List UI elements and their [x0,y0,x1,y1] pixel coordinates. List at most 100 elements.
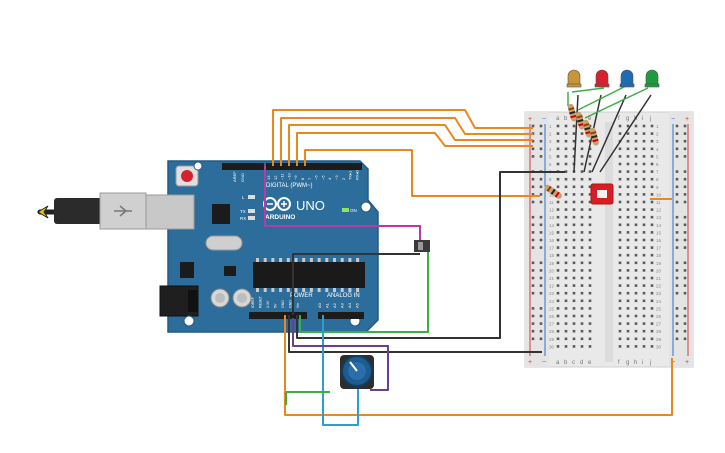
breadboard-hole[interactable] [642,261,646,265]
breadboard-hole[interactable] [580,139,584,143]
breadboard-hole[interactable] [580,185,584,189]
breadboard-hole[interactable] [642,276,646,280]
breadboard-hole[interactable] [642,223,646,227]
breadboard-hole[interactable] [588,162,592,166]
breadboard-hole[interactable] [634,215,638,219]
rail-hole[interactable] [675,185,679,189]
breadboard-hole[interactable] [588,139,592,143]
breadboard-hole[interactable] [588,185,592,189]
breadboard-hole[interactable] [556,223,560,227]
breadboard-hole[interactable] [642,231,646,234]
breadboard-hole[interactable] [634,276,638,280]
breadboard-hole[interactable] [642,162,646,166]
breadboard-hole[interactable] [626,253,630,257]
breadboard-hole[interactable] [588,337,592,341]
breadboard-hole[interactable] [588,177,592,181]
breadboard-hole[interactable] [564,337,568,341]
rail-hole[interactable] [675,223,679,227]
breadboard-hole[interactable] [650,307,654,310]
breadboard-hole[interactable] [650,329,654,333]
breadboard-hole[interactable] [642,269,646,272]
breadboard-hole[interactable] [580,238,584,242]
breadboard-hole[interactable] [580,337,584,341]
breadboard-hole[interactable] [642,185,646,189]
breadboard-hole[interactable] [572,177,576,181]
breadboard-hole[interactable] [556,185,560,189]
breadboard-hole[interactable] [618,200,622,204]
breadboard-hole[interactable] [626,314,630,318]
breadboard-hole[interactable] [572,231,576,234]
breadboard-hole[interactable] [626,162,630,166]
rail-hole[interactable] [683,215,687,219]
breadboard-hole[interactable] [556,246,560,249]
breadboard-hole[interactable] [572,132,576,135]
rail-hole[interactable] [531,246,535,249]
breadboard-hole[interactable] [634,132,638,135]
rail-hole[interactable] [675,337,679,341]
breadboard-hole[interactable] [580,177,584,181]
breadboard-hole[interactable] [564,132,568,135]
breadboard-hole[interactable] [626,284,630,287]
breadboard-hole[interactable] [626,269,630,272]
breadboard-hole[interactable] [626,139,630,143]
breadboard-hole[interactable] [618,238,622,242]
breadboard-hole[interactable] [618,124,622,128]
wire-pin9[interactable] [288,124,533,166]
breadboard-hole[interactable] [564,291,568,295]
potentiometer-icon[interactable] [340,355,374,389]
breadboard-holes[interactable] [531,124,687,348]
rail-hole[interactable] [531,329,535,333]
breadboard-hole[interactable] [572,124,576,128]
breadboard-hole[interactable] [618,215,622,219]
breadboard-hole[interactable] [634,223,638,227]
breadboard-hole[interactable] [626,322,630,325]
breadboard-hole[interactable] [642,291,646,295]
breadboard-hole[interactable] [626,147,630,151]
breadboard-hole[interactable] [564,223,568,227]
rail-hole[interactable] [539,307,543,310]
breadboard-hole[interactable] [564,322,568,325]
breadboard-hole[interactable] [564,147,568,151]
breadboard-hole[interactable] [588,193,592,196]
breadboard-hole[interactable] [634,246,638,249]
breadboard-hole[interactable] [572,299,576,303]
rail-hole[interactable] [539,155,543,158]
breadboard-hole[interactable] [572,193,576,196]
breadboard-hole[interactable] [626,124,630,128]
rail-hole[interactable] [539,337,543,341]
breadboard-hole[interactable] [580,223,584,227]
rail-hole[interactable] [683,238,687,242]
rail-hole[interactable] [683,322,687,325]
breadboard-hole[interactable] [572,314,576,318]
breadboard-hole[interactable] [626,329,630,333]
breadboard-hole[interactable] [626,200,630,204]
breadboard-hole[interactable] [626,185,630,189]
breadboard-hole[interactable] [588,253,592,257]
rail-hole[interactable] [539,185,543,189]
breadboard-hole[interactable] [618,155,622,158]
breadboard-hole[interactable] [650,155,654,158]
rail-hole[interactable] [675,147,679,151]
breadboard-hole[interactable] [650,246,654,249]
breadboard-hole[interactable] [634,307,638,310]
rail-hole[interactable] [683,261,687,265]
wire-5v-rail[interactable] [284,315,673,416]
breadboard-hole[interactable] [580,307,584,310]
rail-hole[interactable] [683,170,687,173]
breadboard-hole[interactable] [650,215,654,219]
breadboard-hole[interactable] [642,246,646,249]
breadboard-hole[interactable] [618,231,622,234]
breadboard-hole[interactable] [642,329,646,333]
breadboard-hole[interactable] [556,155,560,158]
breadboard-hole[interactable] [588,307,592,310]
breadboard-hole[interactable] [564,284,568,287]
usb-cable-icon[interactable] [37,192,147,230]
rail-hole[interactable] [675,193,679,196]
rail-hole[interactable] [531,139,535,143]
breadboard-hole[interactable] [618,177,622,181]
breadboard-hole[interactable] [634,185,638,189]
breadboard-hole[interactable] [572,155,576,158]
breadboard-hole[interactable] [556,208,560,211]
breadboard-hole[interactable] [626,170,630,173]
breadboard-hole[interactable] [572,200,576,204]
